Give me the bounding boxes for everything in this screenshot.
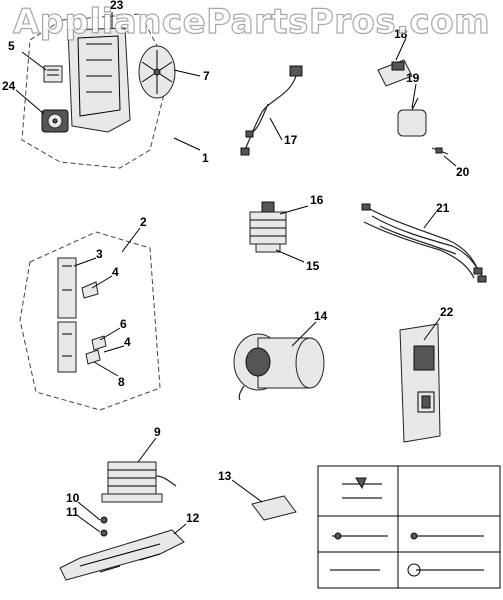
base-plate [59, 516, 185, 581]
fuse [431, 147, 449, 155]
callout-1: 1 [202, 151, 209, 165]
callout-2: 2 [140, 215, 147, 229]
callout-14: 14 [314, 309, 328, 323]
transformer [101, 461, 177, 503]
callout-labels: 23 5 7 24 1 17 18 19 20 16 15 21 2 3 4 6… [2, 0, 470, 525]
callout-13: 13 [218, 469, 232, 483]
fan-motor [41, 109, 69, 133]
callout-22: 22 [440, 305, 454, 319]
callout-4a: 4 [112, 265, 119, 279]
leader-lines [15, 37, 457, 535]
wire-harness-small [240, 65, 303, 156]
callout-18: 18 [394, 27, 408, 41]
hardware-table [317, 465, 501, 589]
blower-motor [233, 333, 325, 401]
capacitor [397, 97, 427, 137]
interlock-switch [377, 59, 413, 87]
callout-17: 17 [284, 133, 298, 147]
callout-9: 9 [154, 425, 161, 439]
fan-blade [138, 45, 176, 99]
callout-15: 15 [306, 259, 320, 273]
callout-16: 16 [310, 193, 324, 207]
control-bracket-assembly [21, 12, 176, 169]
callout-8: 8 [118, 375, 125, 389]
callout-24: 24 [2, 79, 16, 93]
callout-19: 19 [406, 71, 420, 85]
callout-5: 5 [8, 39, 15, 53]
callout-21: 21 [436, 201, 450, 215]
callout-10: 10 [66, 491, 80, 505]
wire-harness-main [361, 203, 487, 283]
callout-4b: 4 [124, 335, 131, 349]
control-panel [399, 323, 441, 443]
hardware-kit [251, 465, 501, 589]
callout-3: 3 [96, 247, 103, 261]
magnetron [249, 201, 287, 253]
callout-11: 11 [66, 505, 79, 519]
callout-7: 7 [203, 69, 210, 83]
callout-20: 20 [456, 165, 470, 179]
callout-23: 23 [110, 0, 124, 12]
door-latch-assembly [19, 231, 161, 411]
callout-6: 6 [120, 317, 127, 331]
callout-12: 12 [186, 511, 200, 525]
